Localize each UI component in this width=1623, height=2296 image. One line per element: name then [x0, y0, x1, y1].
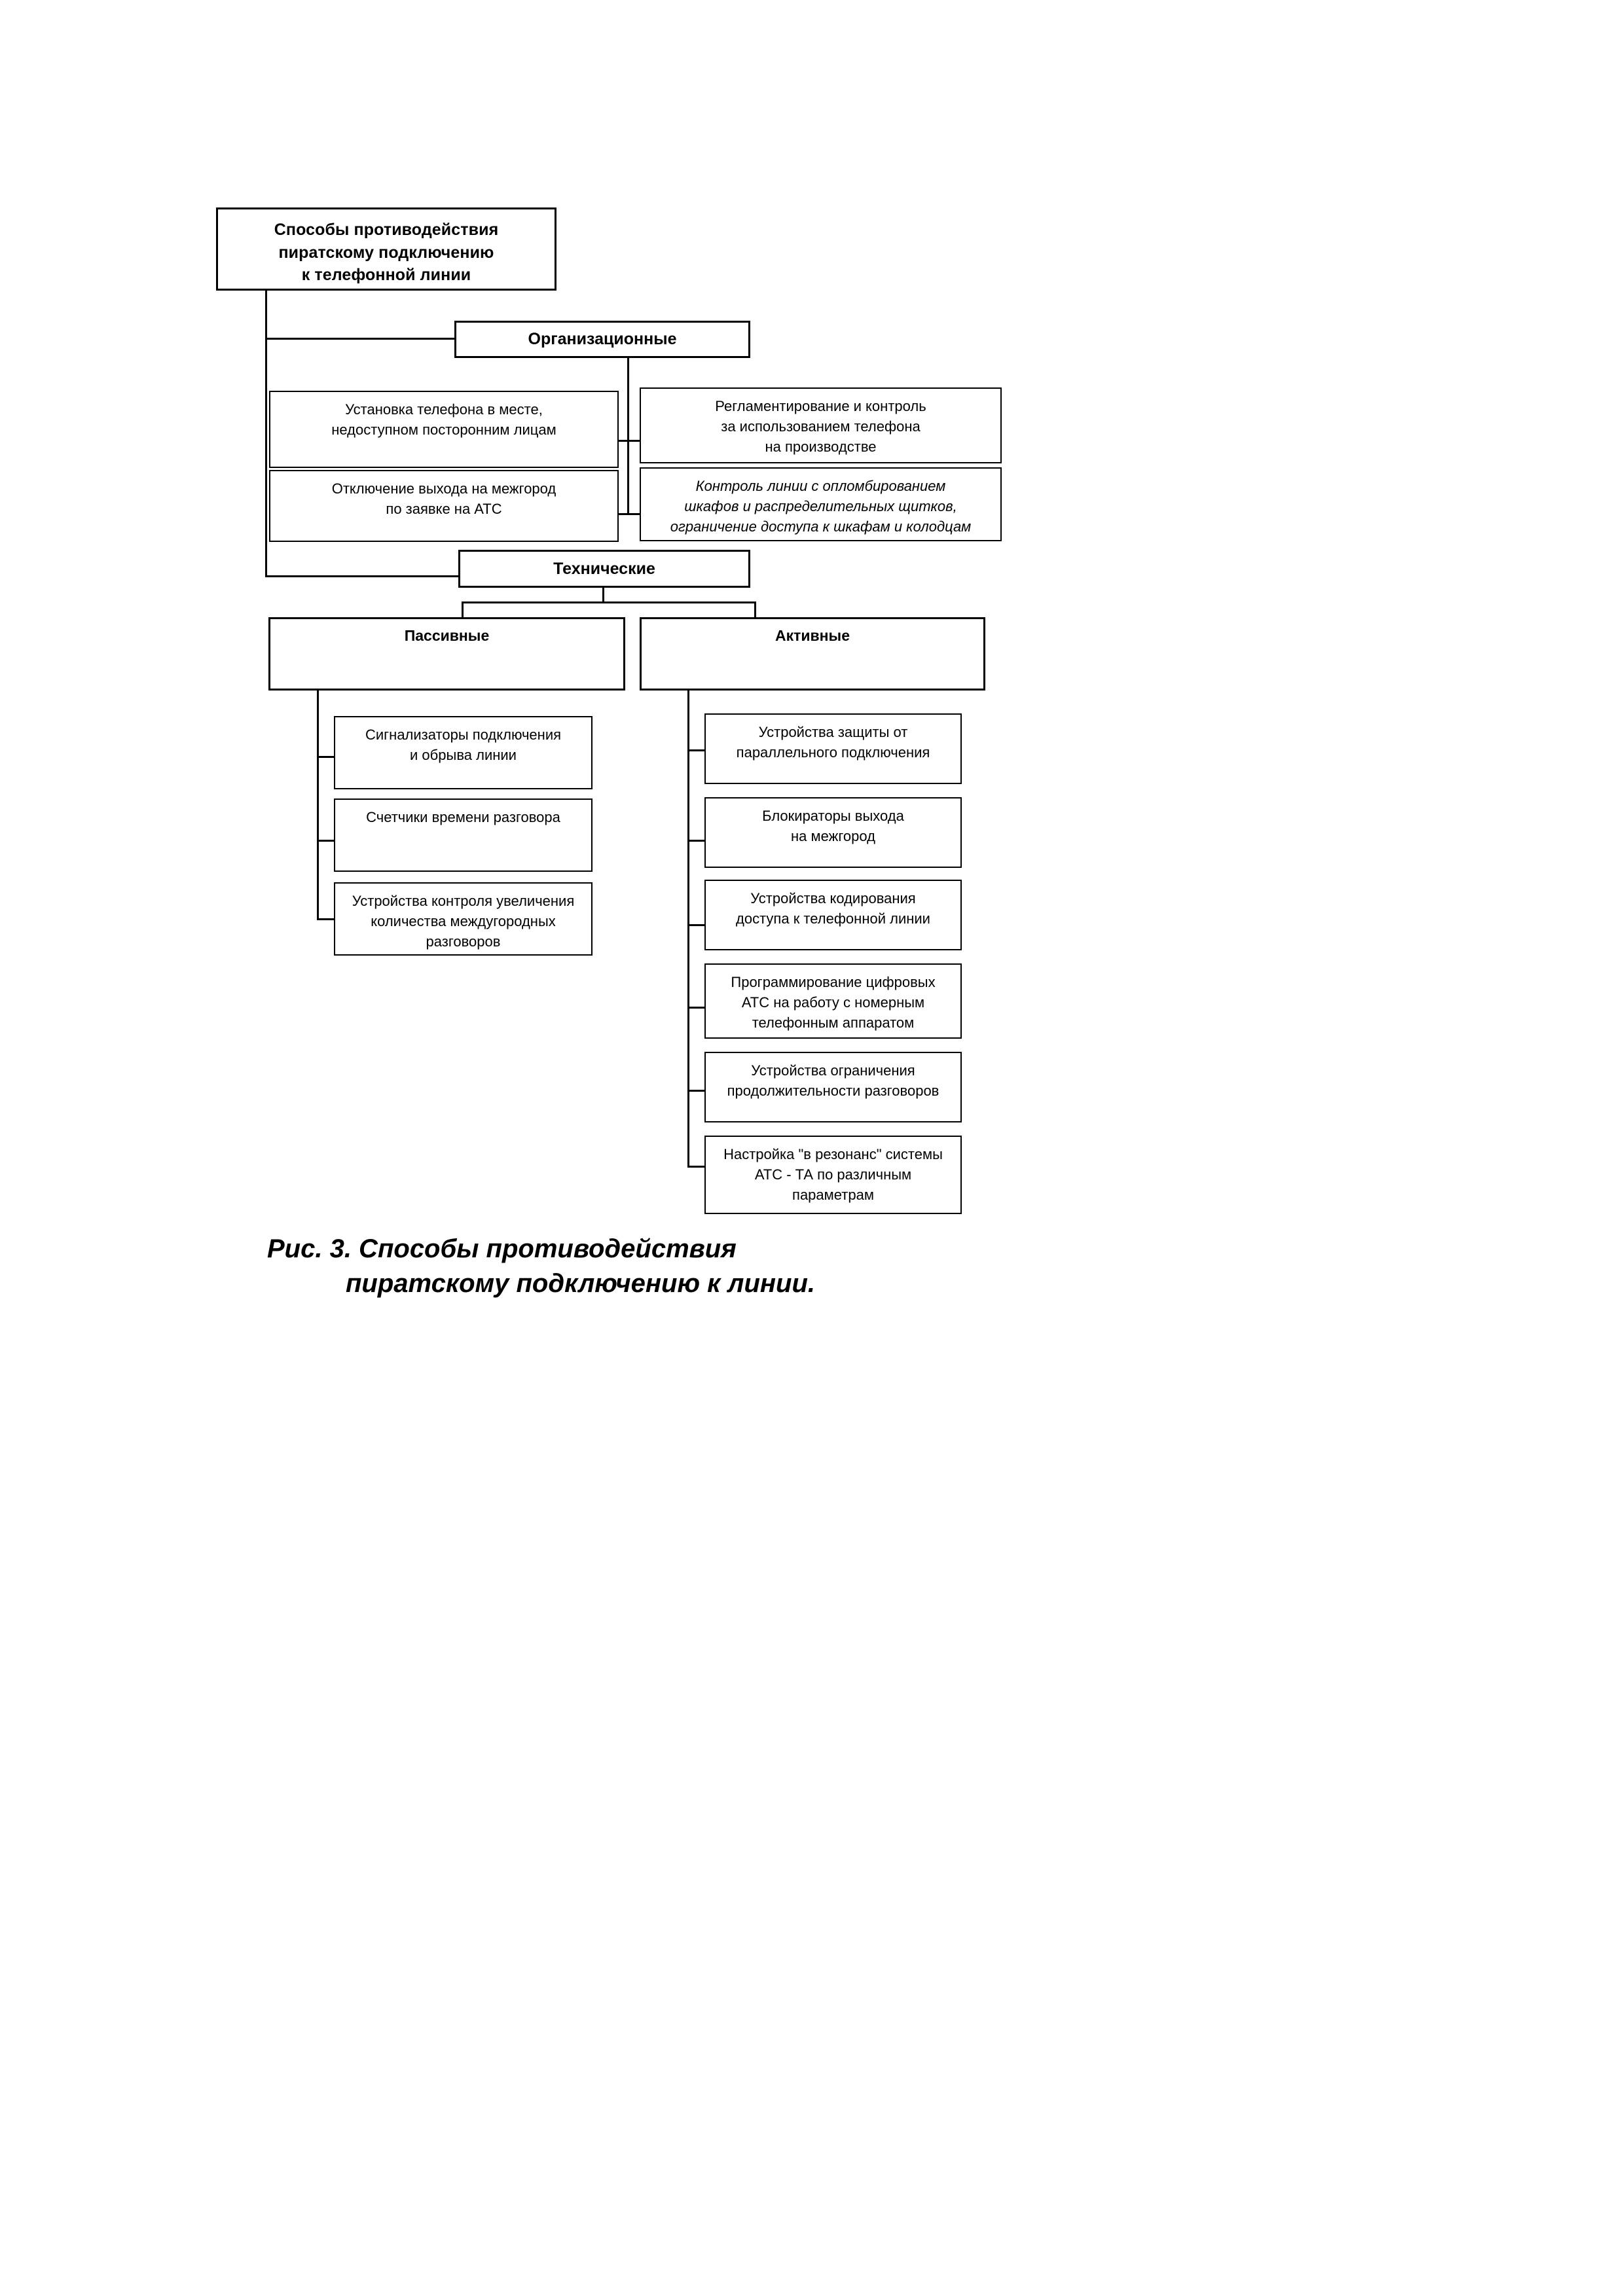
- connector-root-to-technical: [265, 575, 460, 577]
- connector-passive-to-item-3: [317, 918, 335, 920]
- connector-org-to-right-2: [627, 513, 642, 515]
- node-passive[interactable]: Пассивные: [268, 617, 625, 691]
- node-active-4[interactable]: Программирование цифровых АТС на работу …: [704, 963, 962, 1039]
- connector-active-to-item-3: [687, 924, 706, 926]
- node-active-3[interactable]: Устройства кодирования доступа к телефон…: [704, 880, 962, 950]
- node-passive-2-label: Счетчики времени разговора: [366, 809, 560, 825]
- node-org-right-1-label: Регламентирование и контроль за использо…: [715, 398, 926, 456]
- connector-active-to-item-1: [687, 749, 706, 751]
- node-active-4-label: Программирование цифровых АТС на работу …: [731, 974, 936, 1031]
- node-active-1[interactable]: Устройства защиты от параллельного подкл…: [704, 713, 962, 784]
- node-root-label: Способы противодействия пиратскому подкл…: [274, 221, 499, 284]
- node-active-5[interactable]: Устройства ограничения продолжительности…: [704, 1052, 962, 1122]
- node-passive-1[interactable]: Сигнализаторы подключения и обрыва линии: [334, 716, 593, 789]
- connector-organizational-spine: [627, 357, 629, 514]
- node-org-left-1-label: Установка телефона в месте, недоступном …: [331, 401, 556, 439]
- node-org-left-2[interactable]: Отключение выхода на межгород по заявке …: [269, 470, 619, 542]
- connector-root-spine: [265, 289, 267, 577]
- node-active-6-label: Настройка "в резонанс" системы АТС - ТА …: [723, 1146, 943, 1204]
- node-active-1-label: Устройства защиты от параллельного подкл…: [736, 724, 930, 761]
- node-org-left-1[interactable]: Установка телефона в месте, недоступном …: [269, 391, 619, 468]
- node-org-right-1[interactable]: Регламентирование и контроль за использо…: [640, 387, 1002, 463]
- node-org-right-2[interactable]: Контроль линии с опломбированием шкафов …: [640, 467, 1002, 541]
- node-org-right-2-label: Контроль линии с опломбированием шкафов …: [670, 478, 972, 535]
- connector-active-spine: [687, 689, 689, 1167]
- connector-technical-to-passive: [462, 601, 464, 619]
- connector-technical-to-active: [754, 601, 756, 619]
- connector-org-to-left-2: [616, 513, 629, 515]
- connector-passive-to-item-2: [317, 840, 335, 842]
- node-technical[interactable]: Технические: [458, 550, 750, 588]
- node-active-2[interactable]: Блокираторы выхода на межгород: [704, 797, 962, 868]
- connector-technical-splitter: [462, 601, 756, 603]
- node-passive-2[interactable]: Счетчики времени разговора: [334, 798, 593, 872]
- node-active-6[interactable]: Настройка "в резонанс" системы АТС - ТА …: [704, 1136, 962, 1214]
- connector-active-to-item-5: [687, 1090, 706, 1092]
- figure-caption-line-2: пиратскому подключению к линии.: [346, 1268, 816, 1298]
- node-active-5-label: Устройства ограничения продолжительности…: [727, 1062, 939, 1100]
- node-technical-label: Технические: [553, 559, 655, 578]
- figure-caption: Рис. 3. Способы противодействия пиратско…: [267, 1232, 1118, 1301]
- connector-passive-to-item-1: [317, 756, 335, 758]
- node-active-2-label: Блокираторы выхода на межгород: [762, 808, 904, 845]
- node-passive-label: Пассивные: [404, 627, 490, 644]
- figure-caption-line-1: Рис. 3. Способы противодействия: [267, 1234, 737, 1263]
- node-active-label: Активные: [775, 627, 850, 644]
- connector-technical-stem: [602, 587, 604, 603]
- node-active[interactable]: Активные: [640, 617, 985, 691]
- connector-org-to-right-1: [627, 440, 642, 442]
- node-root[interactable]: Способы противодействия пиратскому подкл…: [216, 207, 556, 291]
- node-passive-3[interactable]: Устройства контроля увеличения количеств…: [334, 882, 593, 956]
- connector-active-to-item-2: [687, 840, 706, 842]
- node-passive-1-label: Сигнализаторы подключения и обрыва линии: [365, 726, 562, 764]
- node-active-3-label: Устройства кодирования доступа к телефон…: [736, 890, 930, 927]
- connector-passive-spine: [317, 689, 319, 920]
- node-org-left-2-label: Отключение выхода на межгород по заявке …: [331, 480, 556, 518]
- connector-org-to-left-1: [616, 440, 629, 442]
- connector-active-to-item-4: [687, 1007, 706, 1009]
- node-passive-3-label: Устройства контроля увеличения количеств…: [352, 893, 575, 950]
- connector-root-to-organizational: [265, 338, 456, 340]
- node-organizational-label: Организационные: [528, 330, 677, 349]
- connector-active-to-item-6: [687, 1166, 706, 1168]
- node-organizational[interactable]: Организационные: [454, 321, 750, 358]
